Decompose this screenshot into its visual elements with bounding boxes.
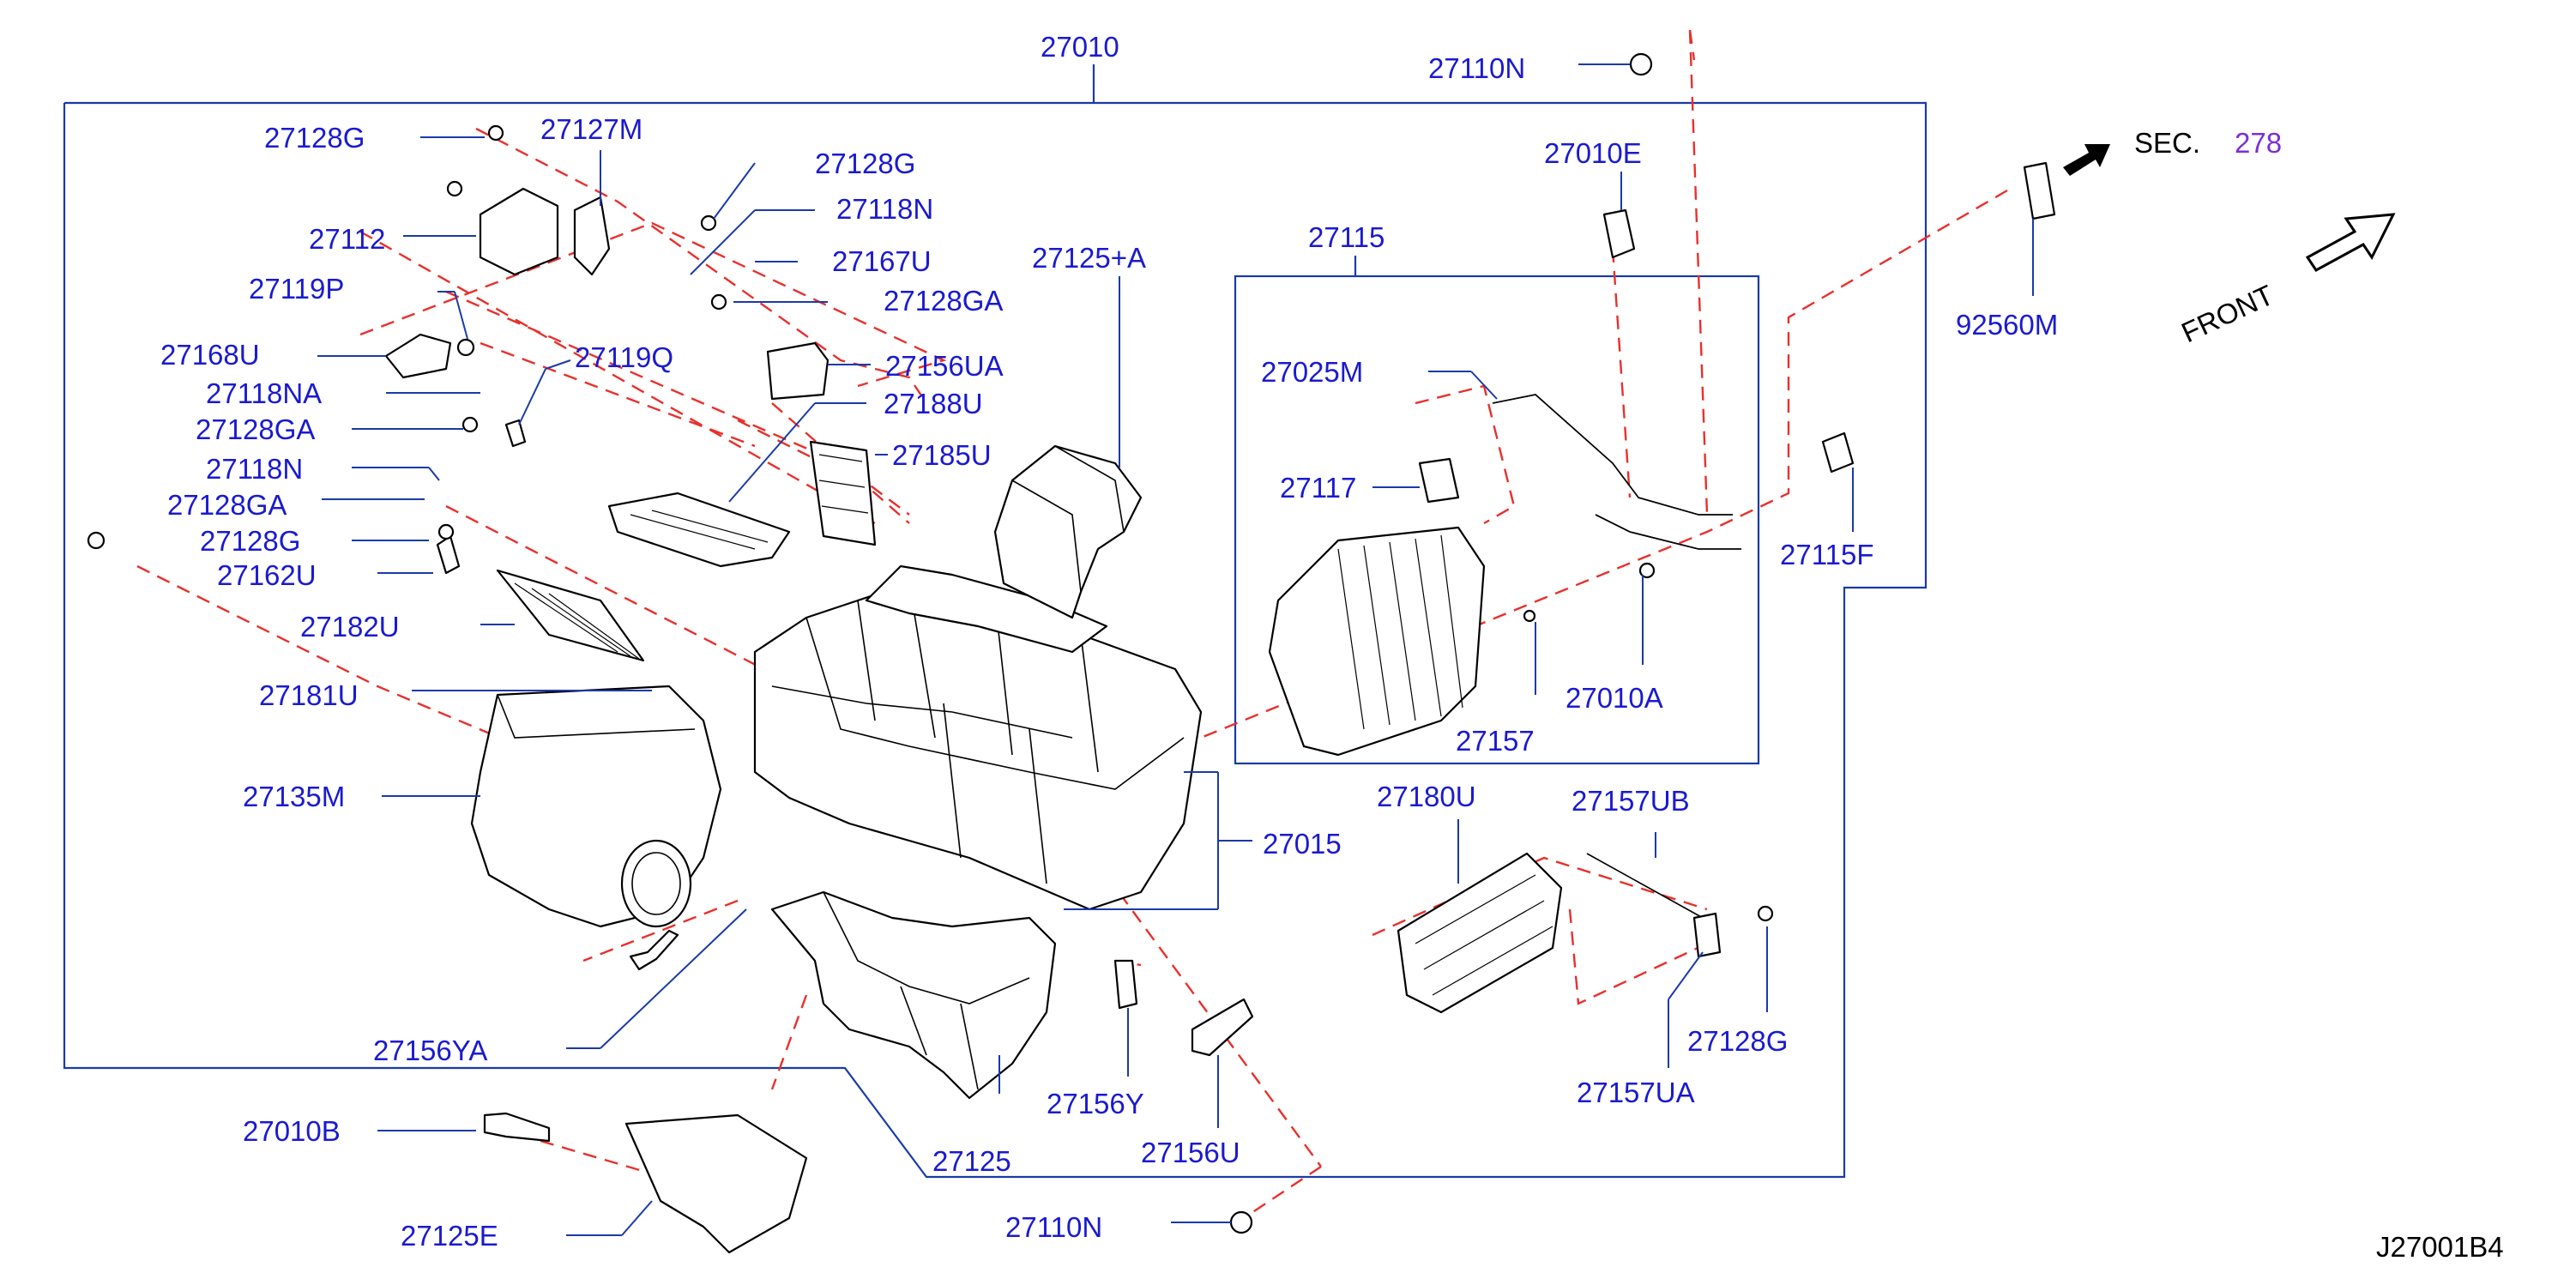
label-27125A: 27125+A [1032, 242, 1146, 274]
label-27128G-4: 27128G [1687, 1025, 1788, 1057]
leader-lines [317, 63, 2034, 1236]
label-27156U: 27156U [1141, 1137, 1240, 1168]
label-27180U: 27180U [1377, 781, 1476, 812]
diagram-id: J27001B4 [2376, 1231, 2504, 1263]
label-27128G-1: 27128G [264, 122, 365, 154]
nut-27110N-top [1629, 52, 1653, 76]
connector-27162U [436, 534, 461, 575]
lower-duct [770, 890, 1057, 1100]
label-27185U: 27185U [892, 439, 992, 471]
heater-case [753, 582, 1203, 911]
mount-92560M [2023, 161, 2056, 220]
section-ref-number[interactable]: 278 [2235, 127, 2282, 159]
lever-27127M [573, 196, 611, 276]
sensor-27157UA [1692, 912, 1722, 958]
label-27156UA: 27156UA [885, 350, 1004, 382]
label-27156Y: 27156Y [1047, 1088, 1144, 1119]
valve-27117 [1418, 457, 1460, 504]
bracket-27010B [624, 1113, 808, 1254]
label-27110N-bottom: 27110N [1005, 1211, 1102, 1243]
front-arrow-icon [2305, 213, 2396, 272]
label-27167U: 27167U [832, 245, 932, 277]
label-27118N-1: 27118N [206, 453, 303, 485]
label-27015: 27015 [1263, 828, 1342, 860]
label-27118N-2: 27118N [836, 193, 933, 225]
damper-27180U [1397, 852, 1563, 1014]
label-27157UA: 27157UA [1577, 1077, 1695, 1108]
label-27157: 27157 [1456, 725, 1535, 757]
bolt-27156YA [629, 929, 679, 971]
label-27128GA-2: 27128GA [167, 489, 287, 521]
label-27110N-top: 27110N [1428, 52, 1525, 84]
label-27128G-2: 27128G [200, 525, 300, 557]
link-plate-27112 [479, 187, 559, 276]
label-27162U: 27162U [217, 559, 317, 591]
label-27125E: 27125E [401, 1220, 498, 1252]
label-27117: 27117 [1280, 472, 1356, 504]
nut-27110N-bottom [1229, 1210, 1253, 1234]
clip-27010E [1602, 208, 1636, 259]
label-27118NA: 27118NA [206, 377, 322, 409]
label-27156YA: 27156YA [373, 1035, 487, 1066]
bracket-27156UA [766, 341, 830, 401]
parts-artwork [87, 52, 2056, 1254]
grommet-27115F [1821, 431, 1855, 474]
thermistor-27157UB [1586, 853, 1704, 919]
label-27010A: 27010A [1566, 682, 1663, 714]
label-27182U: 27182U [300, 611, 400, 643]
label-27010B: 27010B [243, 1115, 341, 1147]
label-27119Q: 27119Q [575, 341, 673, 373]
front-label: FRONT [2176, 279, 2278, 349]
label-27168U: 27168U [160, 339, 260, 371]
clip-27156Y [1113, 959, 1138, 1010]
bolt-27010B [483, 1112, 551, 1143]
label-92560M: 92560M [1956, 309, 2058, 341]
section-arrow-icon [2063, 144, 2110, 176]
label-27125: 27125 [932, 1145, 1011, 1177]
label-27188U: 27188U [884, 388, 983, 419]
label-27119P: 27119P [249, 273, 344, 305]
frame-lines [63, 64, 1927, 1179]
access-cover [809, 440, 877, 546]
upper-duct [865, 564, 1108, 654]
label-27010E: 27010E [1544, 137, 1642, 169]
clip-27119Q [504, 419, 527, 448]
label-27115: 27115 [1308, 221, 1385, 253]
label-27128GA-3: 27128GA [884, 285, 1003, 317]
label-27010: 27010 [1041, 31, 1119, 63]
label-27181U: 27181U [259, 679, 359, 711]
defrost-duct [993, 444, 1143, 619]
label-27025M: 27025M [1261, 356, 1363, 388]
evaporator-core [1268, 526, 1486, 757]
filter-frame [607, 492, 791, 568]
label-27135M: 27135M [243, 781, 345, 812]
label-27157UB: 27157UB [1572, 785, 1690, 817]
refrigerant-pipes [1492, 394, 1733, 516]
section-ref-prefix: SEC. [2134, 127, 2200, 159]
actuator-27168U [384, 333, 452, 379]
part-labels: 27010 27110N 27128G 27127M 27112 27119P … [160, 31, 2058, 1252]
bracket-27156U [1191, 998, 1254, 1057]
label-27112: 27112 [309, 223, 385, 255]
label-27115F: 27115F [1780, 539, 1873, 570]
label-27128G-3: 27128G [815, 148, 915, 179]
label-27127M: 27127M [540, 113, 642, 145]
label-27128GA-1: 27128GA [196, 413, 315, 445]
